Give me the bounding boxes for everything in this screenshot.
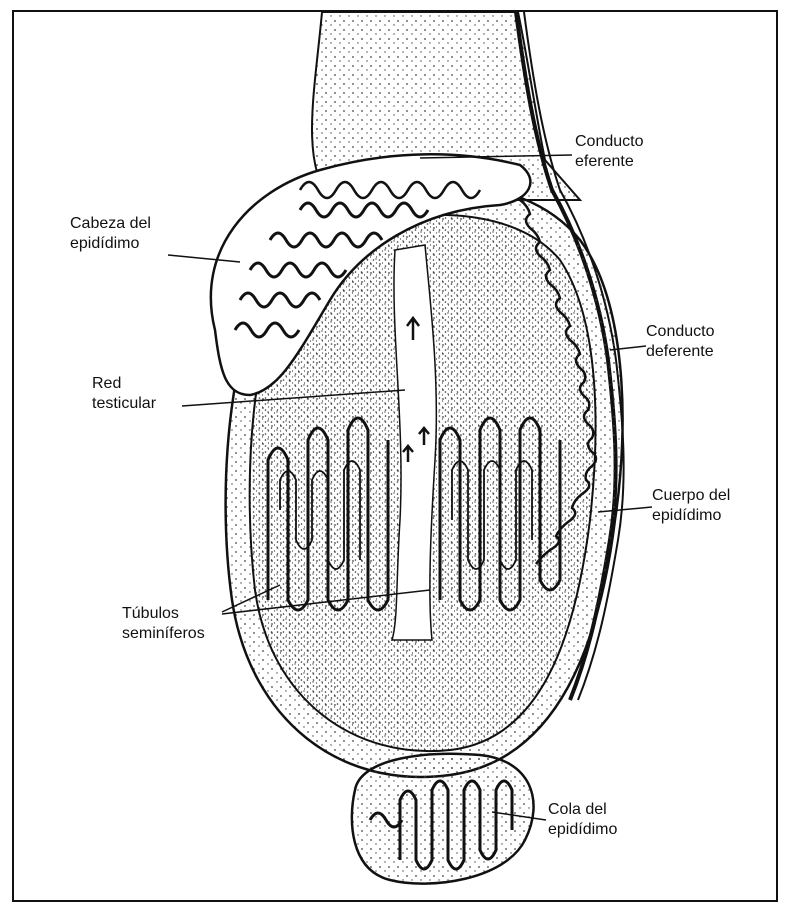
label-red-testicular: Red testicular	[92, 374, 156, 414]
label-conducto-eferente: Conducto eferente	[575, 132, 644, 172]
label-cola-epididimo: Cola del epidídimo	[548, 800, 617, 840]
label-cuerpo-epididimo: Cuerpo del epidídimo	[652, 486, 730, 526]
label-conducto-deferente: Conducto deferente	[646, 322, 715, 362]
epididymis-tail	[352, 754, 534, 884]
label-tubulos-seminiferos: Túbulos seminíferos	[122, 604, 205, 644]
label-cabeza-epididimo: Cabeza del epidídimo	[70, 214, 151, 254]
